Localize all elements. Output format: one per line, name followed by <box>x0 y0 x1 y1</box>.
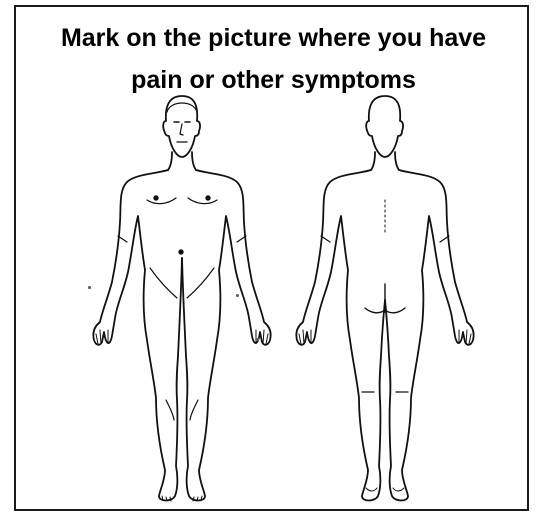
back-right-outline[interactable] <box>385 170 474 501</box>
front-nipple-right <box>206 196 210 200</box>
back-head[interactable] <box>366 96 403 157</box>
scan-speck <box>236 294 239 297</box>
front-face-nose <box>180 124 183 135</box>
front-nipple-left <box>154 196 158 200</box>
body-back-outline-icon[interactable] <box>296 96 473 501</box>
front-knee-right <box>190 400 198 420</box>
front-navel <box>179 250 183 254</box>
front-neck <box>168 152 196 170</box>
scan-speck <box>88 286 91 289</box>
body-front-outline-icon[interactable] <box>93 96 270 501</box>
scan-speck <box>256 338 259 341</box>
front-knee-left <box>166 400 174 420</box>
back-neck <box>371 152 399 170</box>
back-heels <box>366 488 404 491</box>
front-left-outline[interactable] <box>93 170 182 501</box>
front-right-outline[interactable] <box>182 170 271 501</box>
back-left-outline[interactable] <box>296 170 385 501</box>
front-hair <box>167 103 197 112</box>
back-buttocks <box>365 284 405 313</box>
